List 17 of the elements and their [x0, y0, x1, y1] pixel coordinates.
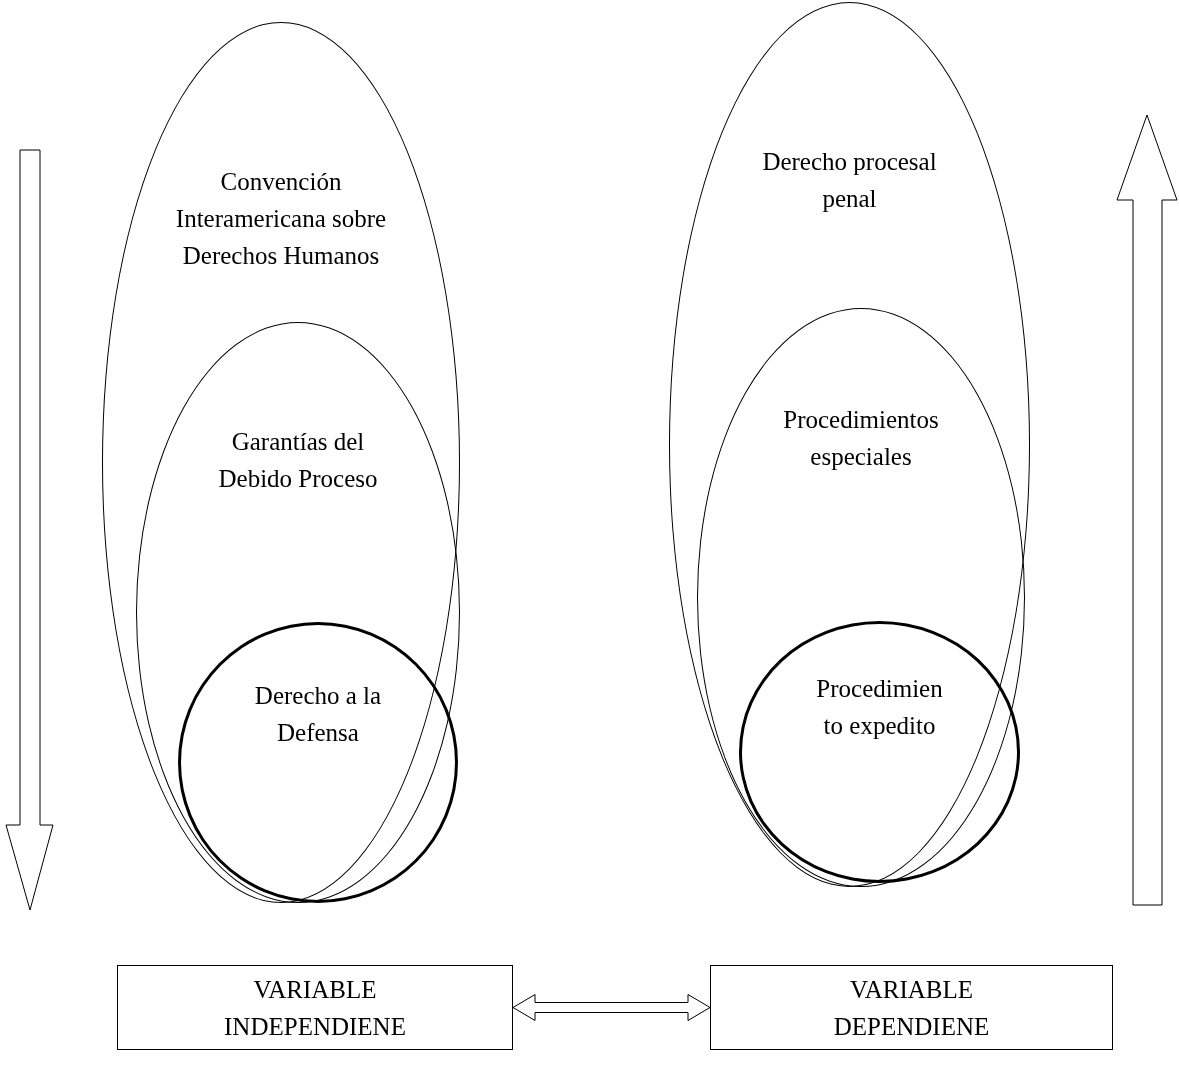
double-arrow — [512, 994, 711, 1021]
node-label: VARIABLE INDEPENDIENE — [223, 975, 407, 1042]
node-label: Procedimien to expedito — [815, 674, 944, 741]
node-label: VARIABLE DEPENDIENE — [832, 975, 991, 1042]
ellipse — [136, 322, 460, 903]
node-label: Garantías del Debido Proceso — [217, 427, 379, 494]
variable-box — [117, 965, 513, 1050]
node-label: Derecho procesal penal — [761, 147, 938, 214]
ellipse — [102, 22, 460, 903]
ellipse — [669, 2, 1030, 887]
node-label: Convención Interamericana sobre Derechos Humanos — [174, 167, 388, 271]
node-label: Derecho a la Defensa — [253, 681, 383, 748]
node-label: Procedimientos especiales — [782, 405, 940, 472]
circle — [178, 622, 458, 903]
ellipse — [697, 308, 1025, 887]
variable-box — [710, 965, 1113, 1050]
circle — [739, 621, 1020, 883]
